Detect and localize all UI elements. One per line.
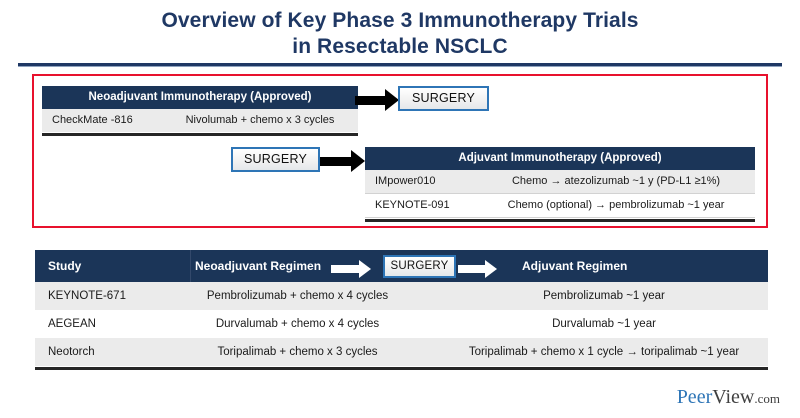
trials-table-header: Study Neoadjuvant Regimen SURGERY Adjuva… (35, 250, 768, 282)
table-bottom-rule (42, 132, 358, 136)
table-bottom-rule (35, 366, 768, 370)
study-cell: IMpower010 (375, 175, 436, 187)
neoadjuvant-approved-table: Neoadjuvant Immunotherapy (Approved) Che… (42, 86, 358, 136)
page-title-line-1: Overview of Key Phase 3 Immunotherapy Tr… (161, 9, 639, 32)
header-column-divider (190, 250, 191, 282)
table-bottom-rule (365, 218, 755, 222)
arrow-shaft (320, 156, 351, 166)
regimen-cell: Nivolumab + chemo x 3 cycles (185, 114, 335, 126)
study-cell: CheckMate -816 (52, 114, 133, 126)
study-cell: KEYNOTE-091 (375, 199, 450, 211)
neoadjuvant-table-header: Neoadjuvant Immunotherapy (Approved) (42, 86, 358, 109)
adjuvant-approved-table: Adjuvant Immunotherapy (Approved) IMpowe… (365, 147, 755, 222)
arrow-shaft (331, 265, 359, 273)
arrow-head (359, 260, 371, 278)
approved-region-outline (32, 74, 768, 228)
surgery-box-middle: SURGERY (231, 147, 320, 172)
study-cell: AEGEAN (48, 318, 96, 330)
arrow-right-icon (355, 89, 399, 111)
neoadjuvant-regimen-cell: Pembrolizumab + chemo x 4 cycles (206, 290, 389, 302)
arrow-right-icon (320, 150, 365, 172)
adjuvant-regimen-cell: Durvalumab ~1 year (552, 318, 656, 330)
arrow-shaft (458, 265, 485, 273)
regimen-cell: Chemo (optional) → pembrolizumab ~1 year (507, 199, 725, 211)
arrow-shaft (355, 95, 385, 105)
surgery-box-header: SURGERY (383, 255, 456, 278)
trials-table: Study Neoadjuvant Regimen SURGERY Adjuva… (35, 250, 768, 370)
table-row: KEYNOTE-671 Pembrolizumab + chemo x 4 cy… (35, 282, 768, 310)
logo-peer-text: Peer (676, 386, 713, 408)
table-row: AEGEAN Durvalumab + chemo x 4 cycles Dur… (35, 310, 768, 338)
column-header-neoadjuvant: Neoadjuvant Regimen (195, 259, 322, 273)
neoadjuvant-regimen-cell: Durvalumab + chemo x 4 cycles (215, 318, 380, 330)
adjuvant-table-header: Adjuvant Immunotherapy (Approved) (365, 147, 755, 170)
arrow-head (485, 260, 497, 278)
arrow-right-icon (331, 260, 371, 278)
surgery-box-top: SURGERY (398, 86, 489, 111)
arrow-head (385, 89, 399, 111)
neoadjuvant-regimen-cell: Toripalimab + chemo x 3 cycles (217, 346, 378, 358)
table-row: KEYNOTE-091 Chemo (optional) → pembroliz… (365, 194, 755, 218)
peerview-logo: PeerView.com (677, 386, 780, 410)
column-header-adjuvant: Adjuvant Regimen (522, 259, 628, 273)
adjuvant-regimen-cell: Pembrolizumab ~1 year (543, 290, 665, 302)
study-cell: Neotorch (48, 346, 95, 358)
column-header-study: Study (48, 259, 82, 273)
table-row: CheckMate -816 Nivolumab + chemo x 3 cyc… (42, 109, 358, 132)
page-title-line-2: in Resectable NSCLC (292, 35, 508, 58)
study-cell: KEYNOTE-671 (48, 290, 126, 302)
arrow-head (351, 150, 365, 172)
table-row: IMpower010 Chemo → atezolizumab ~1 y (PD… (365, 170, 755, 194)
table-row: Neotorch Toripalimab + chemo x 3 cycles … (35, 338, 768, 366)
arrow-right-icon (458, 260, 497, 278)
adjuvant-regimen-cell: Toripalimab + chemo x 1 cycle → toripali… (468, 346, 740, 358)
title-divider (18, 63, 782, 67)
logo-view-text: View (712, 386, 755, 408)
page-title: Overview of Key Phase 3 Immunotherapy Tr… (0, 8, 800, 60)
regimen-cell: Chemo → atezolizumab ~1 y (PD-L1 ≥1%) (511, 175, 721, 187)
logo-com-text: .com (754, 391, 780, 406)
